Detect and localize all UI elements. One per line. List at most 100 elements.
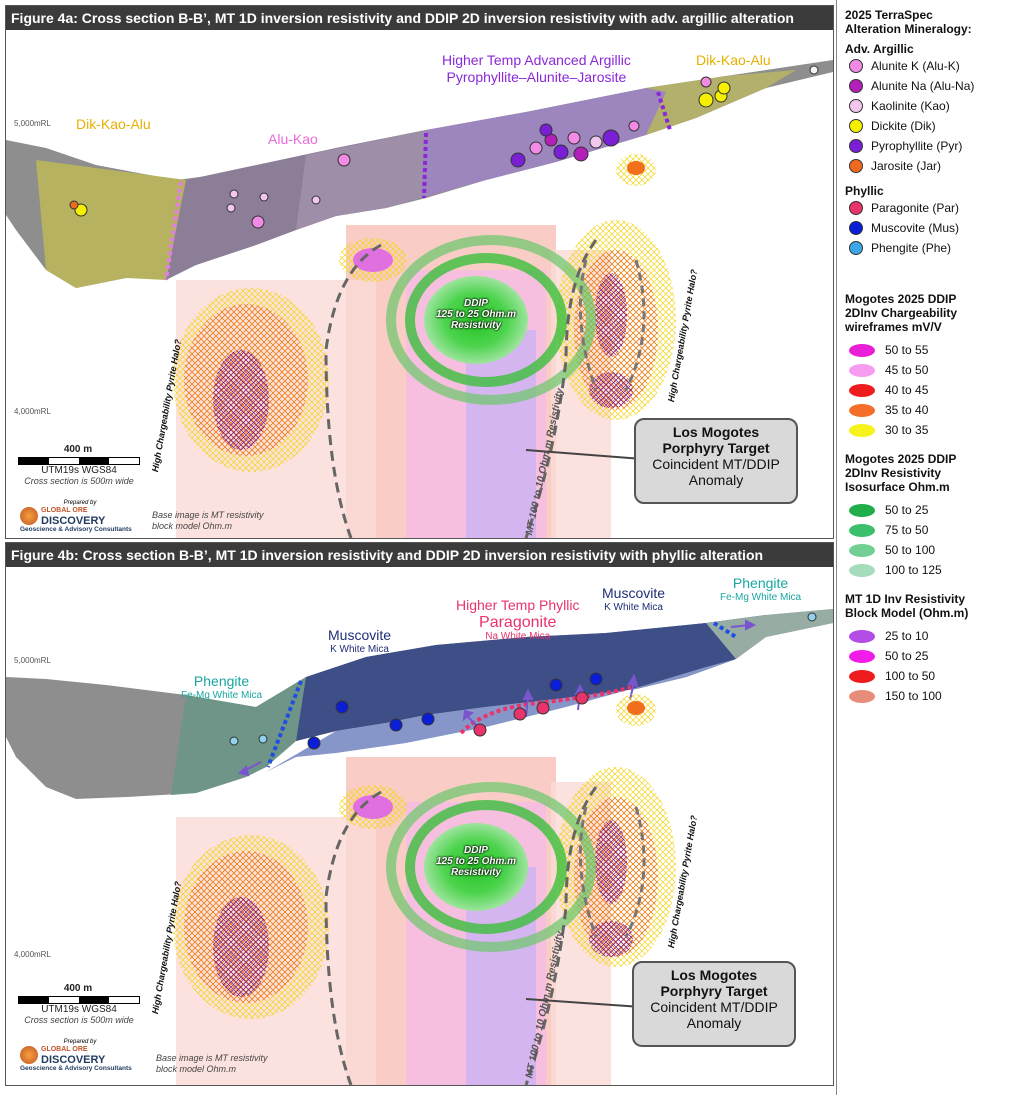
mt-resistivity-legend-item: 50 to 25 xyxy=(837,646,1028,666)
phyllic-mineral-legend-item: Phengite (Phe) xyxy=(837,238,1028,258)
mineral-legend-item: Alunite K (Alu-K) xyxy=(837,56,1028,76)
resistivity-legend-item: 75 to 50 xyxy=(837,520,1028,540)
resistivity-legend-label: 75 to 50 xyxy=(885,523,929,537)
resistivity-legend-title-1: Mogotes 2025 DDIP xyxy=(845,452,957,466)
resistivity-legend-title-3: Isosurface Ohm.m xyxy=(845,480,950,494)
chargeability-legend-item: 35 to 40 xyxy=(837,400,1028,420)
mt-outline-left xyxy=(324,243,382,538)
mineral-swatch xyxy=(849,139,863,153)
resistivity-legend-title-2: 2DInv Resistivity xyxy=(845,466,942,480)
chargeability-legend-label: 35 to 40 xyxy=(885,403,929,417)
mineral-legend-label: Alunite K (Alu-K) xyxy=(871,59,960,73)
adv-argillic-mineral-list: Alunite K (Alu-K) Alunite Na (Alu-Na) Kaol… xyxy=(837,56,1028,176)
chargeability-legend-label: 50 to 55 xyxy=(885,343,929,357)
mineral-legend-item: Pyrophyllite (Pyr) xyxy=(837,136,1028,156)
phyllic-mineral-legend-label: Paragonite (Par) xyxy=(871,201,960,215)
chargeability-legend-item: 30 to 35 xyxy=(837,420,1028,440)
mt-resistivity-swatch xyxy=(849,669,875,683)
adv-argillic-sample-points xyxy=(69,65,819,229)
mineral-swatch xyxy=(849,159,863,173)
ddip-resistivity-isosurface xyxy=(386,235,596,405)
elevation-4000-label: 4,000mRL xyxy=(14,407,51,416)
phyllic-mineral-swatch xyxy=(849,241,863,255)
mt-resistivity-legend-label: 25 to 10 xyxy=(885,629,929,643)
chargeability-legend-label: 45 to 50 xyxy=(885,363,929,377)
mt-legend-title-2: Block Model (Ohm.m) xyxy=(845,606,969,620)
mineral-legend-item: Alunite Na (Alu-Na) xyxy=(837,76,1028,96)
resistivity-legend-label: 100 to 125 xyxy=(885,563,942,577)
resistivity-legend-item: 100 to 125 xyxy=(837,560,1028,580)
resistivity-legend-item: 50 to 100 xyxy=(837,540,1028,560)
chargeability-swatch xyxy=(849,403,875,417)
legend-panel: 2025 TerraSpec Alteration Mineralogy: Ad… xyxy=(836,0,1028,1095)
scale-bar: 400 m UTM19s WGS84 Cross section is 500m… xyxy=(18,983,140,1025)
mt-outline-right xyxy=(524,786,598,1085)
mt-resistivity-legend-item: 100 to 50 xyxy=(837,666,1028,686)
chargeability-outline xyxy=(578,259,646,391)
chargeability-legend-label: 40 to 45 xyxy=(885,383,929,397)
phyllic-mineral-legend-label: Muscovite (Mus) xyxy=(871,221,960,235)
chargeability-legend-title-1: Mogotes 2025 DDIP xyxy=(845,292,957,306)
legend-phyllic-heading: Phyllic xyxy=(845,184,884,198)
resistivity-legend-label: 50 to 25 xyxy=(885,503,929,517)
mt-resistivity-swatch xyxy=(849,629,875,643)
resistivity-swatch xyxy=(849,563,875,577)
scale-bar-graphic xyxy=(18,996,140,1004)
zone-dik-kao-alu-right: Dik-Kao-Alu xyxy=(696,52,771,68)
los-mogotes-callout: Los Mogotes Porphyry Target Coincident M… xyxy=(634,418,798,504)
callout-leader xyxy=(525,998,642,1008)
figure-4a-panel: Figure 4a: Cross section B-B’, MT 1D inv… xyxy=(5,5,834,539)
mineral-legend-item: Dickite (Dik) xyxy=(837,116,1028,136)
phyllic-mineral-swatch xyxy=(849,221,863,235)
elevation-5000-label: 5,000mRL xyxy=(14,119,51,128)
chargeability-legend-list: 50 to 55 45 to 50 40 to 45 35 to 40 30 to 35 xyxy=(837,340,1028,440)
mineral-legend-label: Pyrophyllite (Pyr) xyxy=(871,139,963,153)
surface-alteration-band xyxy=(6,60,833,288)
los-mogotes-callout: Los Mogotes Porphyry Target Coincident M… xyxy=(632,961,796,1047)
phyllic-mineral-legend-label: Phengite (Phe) xyxy=(871,241,952,255)
chargeability-legend-title-3: wireframes mV/V xyxy=(845,320,942,334)
mineral-legend-label: Kaolinite (Kao) xyxy=(871,99,950,113)
resistivity-swatch xyxy=(849,523,875,537)
phyllic-mineral-legend-item: Muscovite (Mus) xyxy=(837,218,1028,238)
mt-outline-left xyxy=(324,790,382,1085)
mineral-swatch xyxy=(849,119,863,133)
scale-bar-graphic xyxy=(18,457,140,465)
logo-globe-icon xyxy=(20,507,38,525)
mt-outline-right xyxy=(524,239,598,538)
phyllic-mineral-legend-item: Paragonite (Par) xyxy=(837,198,1028,218)
mt-resistivity-legend-label: 150 to 100 xyxy=(885,689,942,703)
phyllic-mineral-swatch xyxy=(849,201,863,215)
zone-dik-kao-alu-left: Dik-Kao-Alu xyxy=(76,116,151,132)
figure-4a-title: Figure 4a: Cross section B-B’, MT 1D inv… xyxy=(6,6,833,30)
elevation-5000-label: 5,000mRL xyxy=(14,656,51,665)
mineral-swatch xyxy=(849,79,863,93)
chargeability-swatch xyxy=(849,423,875,437)
legend-adv-argillic-heading: Adv. Argillic xyxy=(845,42,914,56)
mineral-legend-label: Alunite Na (Alu-Na) xyxy=(871,79,975,93)
mt-resistivity-legend-item: 25 to 10 xyxy=(837,626,1028,646)
mt-resistivity-swatch xyxy=(849,689,875,703)
figure-4b-panel: Figure 4b: Cross section B-B’, MT 1D inv… xyxy=(5,542,834,1086)
mineral-legend-item: Jarosite (Jar) xyxy=(837,156,1028,176)
mt-resistivity-legend-item: 150 to 100 xyxy=(837,686,1028,706)
resistivity-swatch xyxy=(849,503,875,517)
chargeability-legend-item: 45 to 50 xyxy=(837,360,1028,380)
scale-bar: 400 m UTM19s WGS84 Cross section is 500m… xyxy=(18,444,140,486)
mineral-legend-item: Kaolinite (Kao) xyxy=(837,96,1028,116)
logo-globe-icon xyxy=(20,1046,38,1064)
chargeability-swatch xyxy=(849,363,875,377)
resistivity-legend-label: 50 to 100 xyxy=(885,543,936,557)
mt-resistivity-swatch xyxy=(849,649,875,663)
phyllic-sample-points xyxy=(229,612,817,750)
